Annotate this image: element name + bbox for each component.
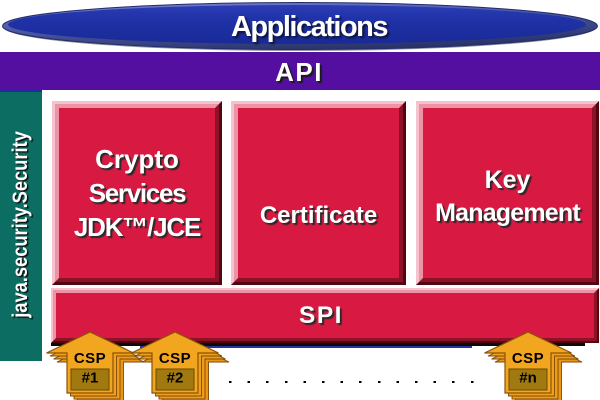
svg-text:#2: #2 xyxy=(167,370,184,387)
svg-text:CSP: CSP xyxy=(74,350,106,367)
svg-text:#n: #n xyxy=(519,370,537,387)
svg-text:CSP: CSP xyxy=(512,350,544,367)
svg-text:#1: #1 xyxy=(82,370,99,387)
svg-text:CSP: CSP xyxy=(159,350,191,367)
